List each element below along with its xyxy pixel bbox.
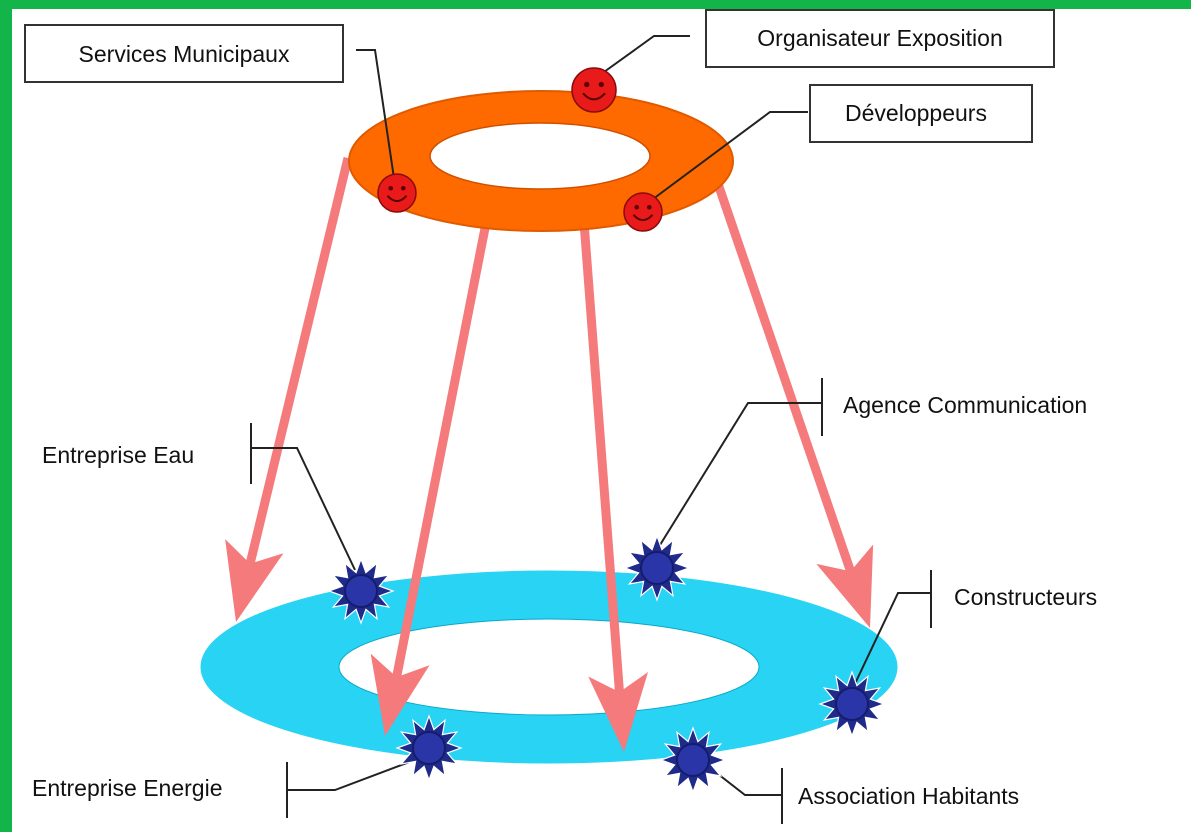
leader-line-constructeurs bbox=[851, 592, 931, 691]
label-association-habitants: Association Habitants bbox=[798, 783, 1019, 809]
leader-line-entreprise-energie bbox=[287, 757, 421, 791]
arrow-group bbox=[225, 138, 874, 752]
arrow-services-to-eau-shaft bbox=[245, 156, 353, 565]
arrow-ring-to-habitants-shaft bbox=[579, 221, 624, 693]
label-constructeurs: Constructeurs bbox=[954, 584, 1097, 610]
leader-line-entreprise-eau bbox=[251, 447, 356, 571]
arrow-ring-to-energie-shaft bbox=[392, 217, 492, 678]
arrow-services-to-eau-head bbox=[225, 539, 284, 622]
smiley-face-icon-developpeurs bbox=[623, 192, 663, 232]
leader-line-services-municipaux bbox=[356, 49, 396, 186]
star-icon-constructeurs bbox=[818, 670, 886, 738]
arrow-ring-to-energie-head bbox=[370, 653, 430, 736]
top-ring-hole bbox=[429, 122, 651, 190]
label-entreprise-eau: Entreprise Eau bbox=[42, 442, 194, 468]
arrow-ring-to-habitants bbox=[579, 221, 649, 752]
bottom-ring-hole bbox=[338, 618, 760, 716]
star-icon-association-habitants bbox=[659, 726, 727, 794]
label-box-organisateur-exposition bbox=[705, 9, 1055, 68]
arrow-ring-to-habitants-head bbox=[588, 671, 649, 752]
arrow-developpeurs-to-constr-shaft bbox=[698, 138, 855, 573]
label-services-municipaux: Services Municipaux bbox=[79, 41, 290, 67]
leader-line-organisateur-exposition bbox=[603, 35, 690, 73]
arrow-services-to-eau bbox=[225, 156, 353, 622]
label-agence-communication: Agence Communication bbox=[843, 392, 1087, 418]
diagram-canvas: Services Municipaux Organisateur Exposit… bbox=[12, 9, 1191, 832]
smiley-face-icon-organisateur-exposition bbox=[571, 67, 617, 113]
label-box-developpeurs bbox=[809, 84, 1033, 143]
arrow-ring-to-energie bbox=[370, 217, 492, 736]
leader-line-agence-communication bbox=[659, 402, 822, 546]
label-organisateur-exposition: Organisateur Exposition bbox=[757, 25, 1002, 51]
arrow-developpeurs-to-constr-head bbox=[816, 544, 874, 628]
label-developpeurs: Développeurs bbox=[845, 100, 987, 126]
label-entreprise-energie: Entreprise Energie bbox=[32, 775, 223, 801]
leader-line-developpeurs bbox=[644, 111, 808, 206]
star-icon-agence-communication bbox=[623, 534, 691, 602]
smiley-face-group bbox=[377, 67, 663, 232]
star-group bbox=[327, 534, 886, 794]
star-icon-entreprise-energie bbox=[395, 714, 463, 782]
star-icon-entreprise-eau bbox=[327, 557, 395, 625]
label-box-services-municipaux bbox=[24, 24, 344, 83]
relationship-diagram: Services Municipaux Organisateur Exposit… bbox=[24, 9, 1097, 824]
arrow-developpeurs-to-constr bbox=[698, 138, 874, 628]
smiley-face-icon-services-municipaux bbox=[377, 173, 417, 213]
